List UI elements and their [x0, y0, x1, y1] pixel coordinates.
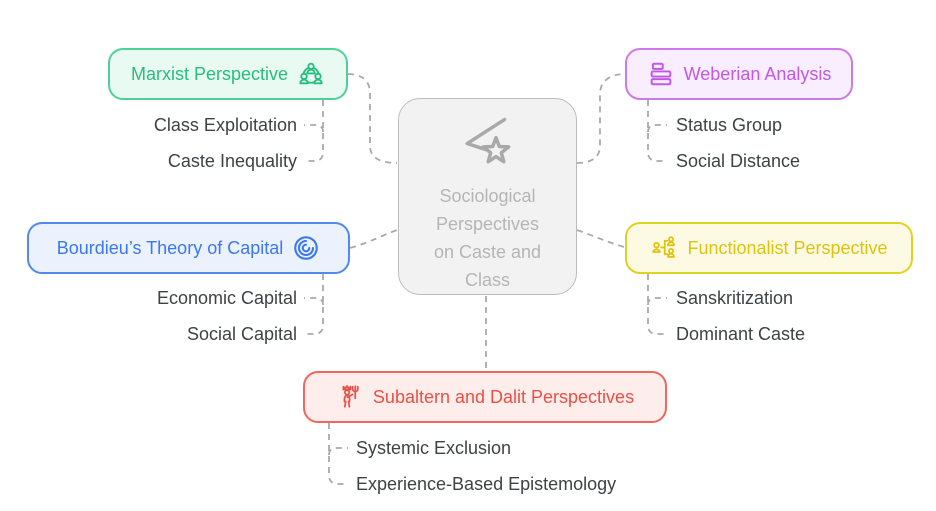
- connector-weberian-sub-trunk: [647, 100, 667, 162]
- sub-item-class-exploitation: Class Exploitation: [153, 115, 297, 135]
- sub-item-experience-based-epistemology: Experience-Based Epistemology: [356, 474, 617, 494]
- center-topic-line: Sociological: [439, 186, 536, 206]
- org-hierarchy-icon: [650, 234, 678, 262]
- sub-item-caste-inequality: Caste Inequality: [167, 151, 297, 171]
- node-label: Marxist Perspective: [130, 63, 289, 84]
- node-marxist-perspective: Marxist Perspective: [108, 48, 348, 100]
- connector-subaltern-sub-trunk: [328, 423, 348, 485]
- center-topic-line: Class: [464, 270, 510, 290]
- sub-item-economic-capital: Economic Capital: [156, 288, 297, 308]
- node-subaltern-dalit-perspectives: Subaltern and Dalit Perspectives: [303, 371, 667, 423]
- node-bourdieu-theory-of-capital: Bourdieu’s Theory of Capital: [27, 222, 350, 274]
- node-weberian-analysis: Weberian Analysis: [625, 48, 853, 100]
- node-label: Weberian Analysis: [683, 63, 832, 84]
- connector-subaltern-sub-branch: [328, 447, 348, 456]
- connector-functionalist-main: [576, 229, 625, 248]
- node-label: Functionalist Perspective: [687, 237, 888, 258]
- connector-bourdieu-sub-trunk: [304, 274, 324, 335]
- connector-weberian-sub-branch: [647, 124, 667, 133]
- connector-functionalist-sub-trunk: [647, 274, 667, 335]
- concentric-arcs-icon: [292, 234, 320, 262]
- team-group-icon: [297, 60, 325, 88]
- sub-item-systemic-exclusion: Systemic Exclusion: [356, 438, 512, 458]
- sub-item-social-capital: Social Capital: [186, 324, 297, 344]
- center-topic-line: on Caste and: [433, 242, 542, 262]
- sub-item-sanskritization: Sanskritization: [676, 288, 794, 308]
- node-label: Bourdieu’s Theory of Capital: [56, 237, 284, 258]
- connector-marxist-sub-trunk: [304, 100, 324, 162]
- sub-item-social-distance: Social Distance: [676, 151, 801, 171]
- sub-item-dominant-caste: Dominant Caste: [676, 324, 806, 344]
- center-topic-text: Sociological Perspectives on Caste and C…: [434, 182, 541, 294]
- node-label: Subaltern and Dalit Perspectives: [372, 386, 635, 407]
- list-bars-icon: [647, 60, 675, 88]
- node-center-topic: Sociological Perspectives on Caste and C…: [398, 98, 577, 295]
- deity-trident-icon: [336, 383, 364, 411]
- connector-bourdieu-sub-branch: [304, 297, 324, 306]
- connector-bourdieu-main: [349, 229, 398, 249]
- connector-functionalist-sub-branch: [647, 297, 667, 306]
- sub-item-status-group: Status Group: [676, 115, 783, 135]
- connector-weberian-main: [576, 73, 626, 164]
- center-topic-line: Perspectives: [435, 214, 540, 234]
- shooting-star-icon: [456, 111, 520, 180]
- node-functionalist-perspective: Functionalist Perspective: [625, 222, 913, 274]
- connector-marxist-sub-branch: [304, 124, 324, 133]
- connector-marxist-main: [347, 73, 398, 164]
